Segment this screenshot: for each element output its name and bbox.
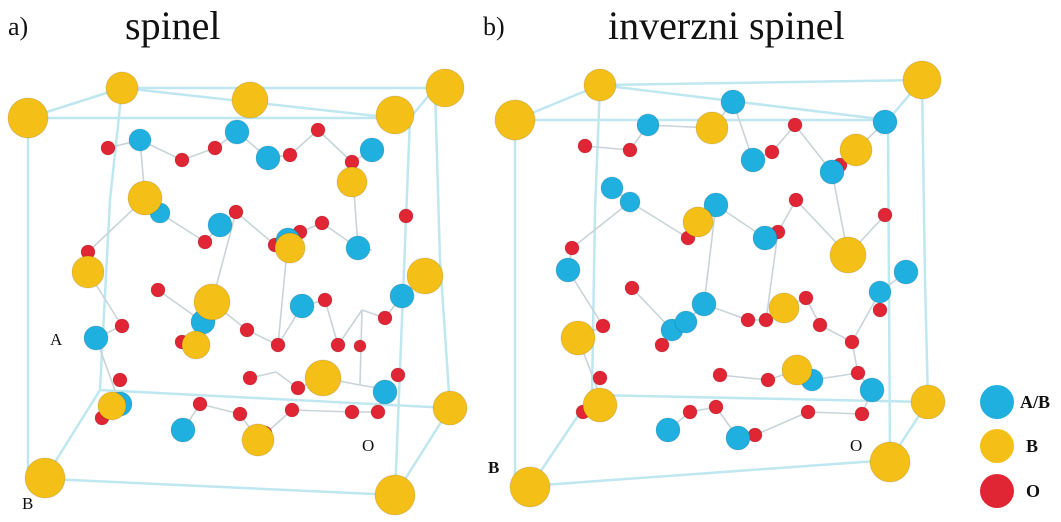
panel-a-letter: a) xyxy=(8,12,29,41)
panel-b-letter: b) xyxy=(483,12,505,41)
panel-b-site-label-b: B xyxy=(488,458,500,477)
legend-marker-o xyxy=(980,474,1014,508)
panel-a-cyan-atoms xyxy=(83,119,415,443)
panel-a-yellow-atoms xyxy=(7,68,468,516)
legend-marker-b xyxy=(980,429,1014,463)
panel-a-site-label-a: A xyxy=(50,330,63,349)
panel-a-atoms xyxy=(7,68,468,516)
panel-a-title: spinel xyxy=(125,3,221,48)
legend-label-b: B xyxy=(1026,436,1039,456)
legend-label-ab: A/B xyxy=(1020,392,1051,412)
panel-a-site-label-o: O xyxy=(362,436,375,455)
panel-b-title: inverzni spinel xyxy=(608,3,845,48)
legend-marker-ab xyxy=(980,385,1014,419)
legend-markers xyxy=(980,385,1014,508)
panel-a-unit-cell xyxy=(26,86,452,497)
legend-label-o: O xyxy=(1026,481,1041,501)
panel-b-yellow-atoms xyxy=(494,60,946,508)
panel-b-atoms xyxy=(494,60,946,508)
panel-b-site-label-o: O xyxy=(850,436,863,455)
panel-a-site-label-b: B xyxy=(22,494,34,513)
